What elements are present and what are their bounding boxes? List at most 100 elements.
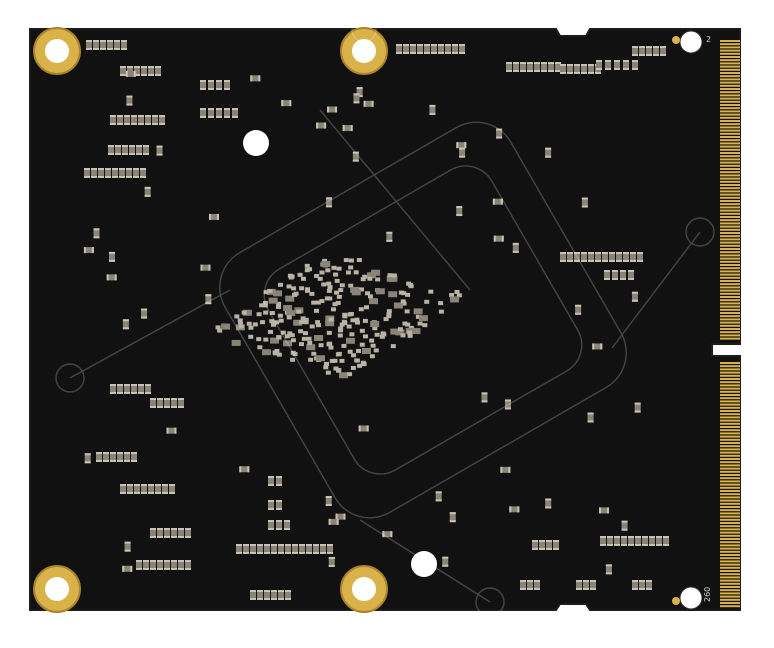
smd-pad [243, 552, 249, 554]
edge-finger [720, 416, 740, 419]
smd-part-body [592, 343, 603, 350]
smd-pad [134, 66, 140, 68]
smd-part-body [442, 556, 449, 567]
smd-pad [539, 540, 545, 542]
edge-finger [720, 164, 740, 167]
smd-part [595, 252, 601, 262]
smd-pad [459, 44, 465, 46]
smd-pad [410, 44, 416, 46]
bga-capacitor [318, 343, 324, 348]
bga-capacitor [383, 317, 389, 322]
bga-capacitor [300, 316, 306, 321]
smd-part-body [105, 168, 111, 178]
bga-capacitor [332, 302, 338, 307]
smd-part [527, 62, 533, 72]
edge-finger [720, 78, 740, 81]
edge-finger [720, 499, 740, 502]
edge-finger [720, 445, 740, 448]
smd-part-body [143, 560, 149, 570]
smd-pad [595, 260, 601, 262]
edge-finger [720, 161, 740, 164]
smd-pad [257, 598, 263, 600]
smd-pad [653, 46, 659, 48]
bga-capacitor [348, 283, 354, 288]
edge-finger [720, 235, 740, 238]
edge-finger [720, 184, 740, 186]
edge-finger [720, 193, 740, 196]
smd-part [299, 544, 305, 554]
smd-pad [150, 560, 156, 562]
smd-part [442, 556, 449, 567]
smd-part [136, 145, 142, 155]
smd-pad [520, 580, 526, 582]
smd-part [596, 60, 602, 70]
smd-pad [84, 168, 90, 170]
smd-part [278, 590, 284, 600]
edge-finger [720, 451, 740, 454]
smd-pad [614, 68, 620, 70]
smd-pad [155, 492, 161, 494]
smd-pad [178, 528, 184, 530]
smd-pad [110, 460, 116, 462]
bga-capacitor [454, 289, 460, 294]
smd-part [208, 213, 219, 220]
smd-pad [107, 40, 113, 42]
bga-capacitor [291, 286, 297, 291]
smd-part-body [353, 93, 360, 104]
smd-pad [131, 452, 137, 454]
smd-part [642, 536, 648, 546]
edge-finger [720, 257, 740, 260]
smd-part-body [600, 536, 606, 546]
smd-pad [224, 80, 230, 82]
smd-pad [639, 580, 645, 582]
smd-part [131, 115, 137, 125]
smd-part [327, 106, 338, 113]
pin-label-bottom: 260 [703, 587, 712, 602]
smd-pad [141, 316, 148, 319]
bga-capacitor [354, 358, 360, 363]
smd-pad [239, 466, 242, 473]
smd-part [504, 399, 511, 410]
smd-pad [560, 72, 566, 74]
smd-pad [649, 536, 655, 538]
smd-part [600, 536, 606, 546]
smd-part-body [614, 60, 620, 70]
smd-part [656, 536, 662, 546]
smd-pad [130, 565, 133, 572]
smd-part-body [328, 518, 339, 525]
smd-part-body [596, 60, 602, 70]
bga-capacitor [327, 285, 333, 290]
smd-pad [264, 590, 270, 592]
smd-part [560, 252, 566, 262]
bga-capacitor [339, 283, 345, 288]
smd-pad [96, 460, 102, 462]
smd-pad [642, 544, 648, 546]
bga-capacitor [284, 334, 290, 339]
edge-finger [720, 368, 740, 371]
smd-pad [327, 544, 333, 546]
smd-part-body [632, 46, 638, 56]
smd-pad [520, 70, 526, 72]
edge-finger [720, 174, 740, 177]
smd-part [481, 392, 488, 403]
smd-pad [143, 560, 149, 562]
smd-pad [292, 552, 298, 554]
smd-pad [390, 531, 393, 538]
smd-part [607, 536, 613, 546]
smd-pad [120, 492, 126, 494]
bga-capacitor [238, 324, 244, 329]
smd-part-body [527, 580, 533, 590]
bga-capacitor [241, 310, 247, 315]
smd-pad [236, 544, 242, 546]
smd-pad [91, 176, 97, 178]
smd-part [527, 580, 533, 590]
smd-part-body [358, 425, 369, 432]
smd-pad [224, 88, 230, 90]
smd-pad [185, 560, 191, 562]
smd-pad [136, 568, 142, 570]
bga-capacitor [386, 314, 392, 319]
edge-finger [720, 280, 740, 282]
smd-part-body [635, 536, 641, 546]
smd-part [445, 44, 451, 54]
smd-pad [271, 552, 277, 554]
